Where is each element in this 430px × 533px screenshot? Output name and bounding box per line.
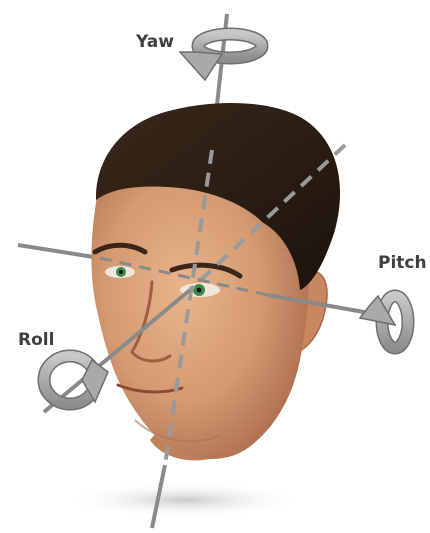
ground-shadow [65, 482, 305, 518]
roll-label: Roll [18, 330, 54, 350]
yaw-label: Yaw [135, 32, 174, 52]
head-model [91, 103, 340, 461]
pitch-label: Pitch [378, 253, 427, 273]
pitch-rotate-arrow-icon [360, 296, 408, 348]
left-eye-pupil [119, 270, 123, 274]
roll-rotate-arrow-icon [44, 356, 108, 404]
right-eye-pupil [197, 288, 202, 293]
pitch-axis-left [18, 245, 100, 258]
